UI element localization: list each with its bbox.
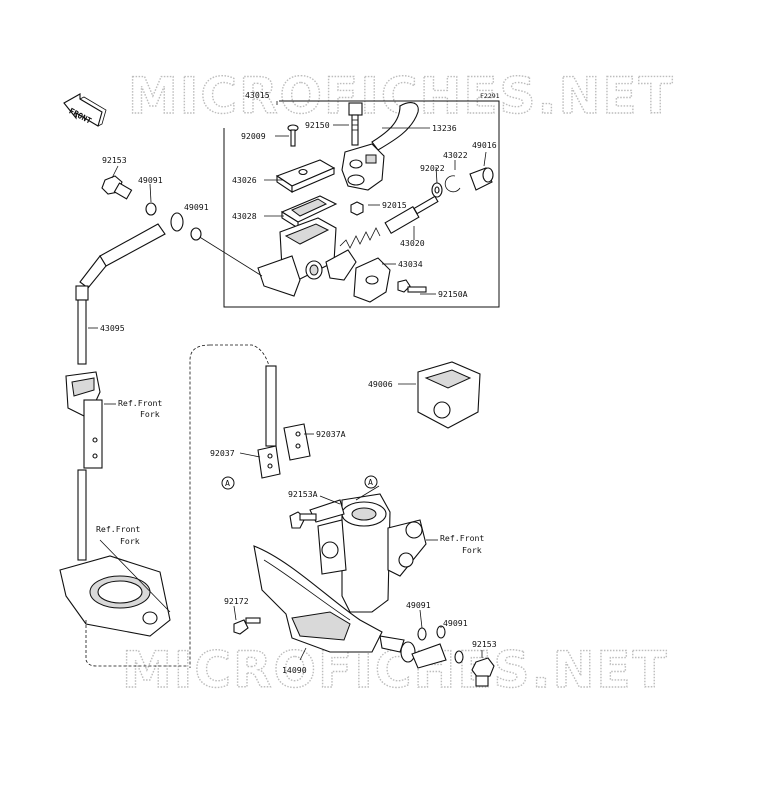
banjo-fitting-lower [379, 625, 464, 669]
disc-guard [253, 545, 383, 653]
nut-92015 [350, 201, 364, 216]
hose-lower-segment [77, 469, 87, 561]
label-ref-front-fork-1b: Fork [140, 409, 160, 419]
bolt-92172 [233, 617, 261, 635]
brake-lever [341, 102, 419, 191]
guide-92037A [283, 423, 311, 461]
label-92153A: 92153A [288, 489, 318, 499]
brake-caliper [309, 493, 427, 613]
label-43015: 43015 [245, 90, 270, 100]
label-43026: 43026 [232, 175, 257, 185]
dust-boot [469, 167, 494, 191]
label-ref-front-fork-2b: Fork [120, 536, 140, 546]
brake-hose [75, 212, 184, 365]
circlip-43022 [444, 175, 461, 193]
label-92037: 92037 [210, 448, 235, 458]
diaphragm [280, 195, 338, 229]
guide-92037 [257, 445, 281, 479]
washer-49091-b [190, 227, 202, 241]
label-49091-b: 49091 [184, 202, 209, 212]
label-14090: 14090 [282, 665, 307, 675]
label-ref-front-fork-3b: Fork [462, 545, 482, 555]
label-49091-a: 49091 [138, 175, 163, 185]
label-92037A: 92037A [316, 429, 346, 439]
label-49091-c: 49091 [406, 600, 431, 610]
label-ref-front-fork-3a: Ref.Front [440, 533, 484, 543]
label-92015: 92015 [382, 200, 407, 210]
banjo-bolt-bottom [471, 657, 495, 687]
label-92009: 92009 [241, 131, 266, 141]
figure-code: F2291 [480, 92, 500, 100]
reservoir-cap [275, 159, 336, 194]
bolt-92150A [397, 279, 427, 293]
label-ref-front-fork-2a: Ref.Front [96, 524, 140, 534]
marker-a-1: A [221, 476, 235, 490]
label-13236: 13236 [432, 123, 457, 133]
piston-spring [339, 195, 439, 249]
svg-text:A: A [368, 477, 373, 487]
label-49091-d: 49091 [443, 618, 468, 628]
label-49006: 49006 [368, 379, 393, 389]
callout-labels: 43015 92009 92150 13236 43022 49016 9202… [96, 90, 497, 675]
dashed-outline-left [85, 620, 188, 667]
label-ref-front-fork-1a: Ref.Front [118, 398, 162, 408]
hose-middle [265, 365, 277, 447]
washer-49091-a [145, 202, 157, 216]
label-49016: 49016 [472, 140, 497, 150]
hose-guide-upper [65, 371, 103, 469]
marker-a-2: A [364, 475, 378, 489]
label-92172: 92172 [224, 596, 249, 606]
label-92150A: 92150A [438, 289, 468, 299]
bolt-92150 [348, 102, 363, 146]
assembly-box [223, 100, 500, 308]
label-43022: 43022 [443, 150, 468, 160]
label-92022: 92022 [420, 163, 445, 173]
label-43028: 43028 [232, 211, 257, 221]
hose-clamp-49006 [417, 361, 481, 429]
label-92153-top: 92153 [102, 155, 127, 165]
label-92153-bottom: 92153 [472, 639, 497, 649]
banjo-bolt-top [101, 175, 133, 200]
label-43020: 43020 [400, 238, 425, 248]
label-43034: 43034 [398, 259, 423, 269]
bolt-92153A [289, 511, 317, 529]
master-cylinder-body [257, 217, 357, 297]
front-direction-arrow: FRONT [63, 93, 107, 127]
svg-text:A: A [225, 478, 230, 488]
label-92150: 92150 [305, 120, 330, 130]
fork-clamp-lower [59, 555, 171, 637]
screw-92009 [287, 124, 299, 147]
leader-lines [88, 124, 487, 661]
label-43095: 43095 [100, 323, 125, 333]
